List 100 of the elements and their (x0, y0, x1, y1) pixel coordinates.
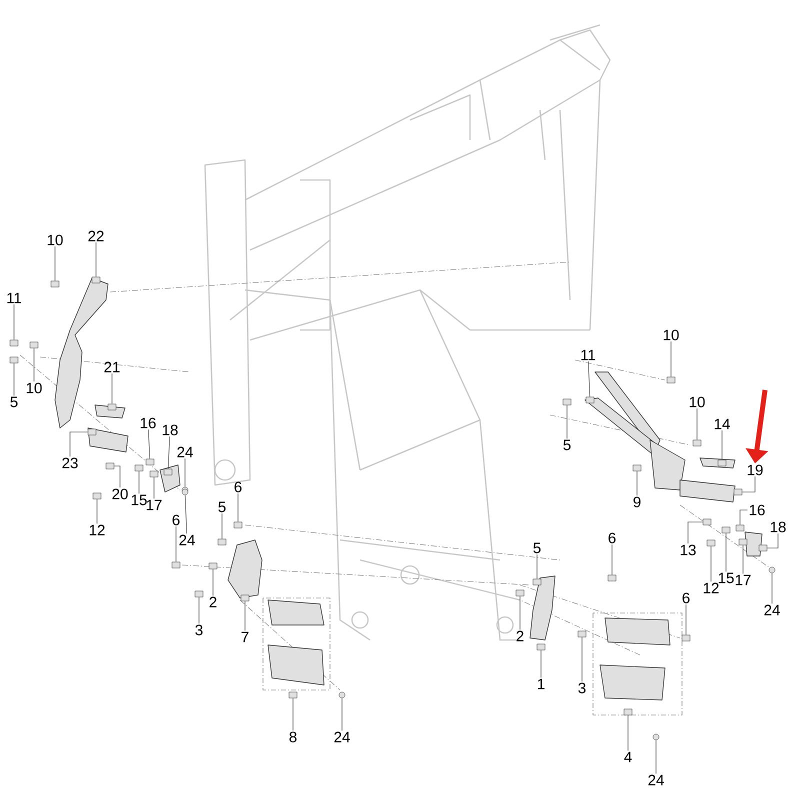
callout-number: 3 (195, 624, 203, 636)
part (758, 544, 768, 552)
leader-line (184, 458, 186, 488)
callout-number: 15 (132, 494, 147, 506)
leader-line (566, 404, 568, 439)
callout-number: 15 (718, 572, 734, 584)
part (208, 562, 218, 570)
callout-number: 16 (750, 504, 765, 516)
part (632, 464, 642, 472)
callout-number: 24 (177, 446, 193, 458)
part (194, 590, 204, 598)
part (562, 398, 572, 406)
part (718, 460, 726, 466)
callout-number: 7 (242, 632, 248, 642)
part (682, 634, 690, 642)
part (240, 594, 250, 602)
leader-line (742, 544, 744, 574)
part (736, 524, 744, 532)
part (692, 440, 702, 446)
callout-number: 4 (624, 752, 632, 762)
leader-line (198, 596, 200, 624)
part (218, 538, 226, 546)
callout-number: 6 (682, 592, 690, 604)
leader-line (292, 698, 294, 731)
part (734, 488, 742, 496)
leader-line (696, 408, 698, 440)
callout-number: 10 (48, 234, 63, 246)
part (92, 492, 102, 500)
callout-number: 9 (634, 496, 640, 508)
callout-number: 5 (10, 396, 18, 408)
leader-line (168, 436, 170, 470)
callout-number: 8 (290, 732, 297, 742)
leader-line (636, 470, 638, 496)
part (578, 630, 586, 638)
callout-number: 1 (538, 678, 544, 690)
part (164, 468, 172, 476)
washer-part (652, 734, 660, 740)
callout-number: 10 (690, 396, 705, 408)
part (608, 574, 616, 582)
callout-number: 18 (162, 424, 178, 436)
leader-line (536, 554, 538, 580)
callout-number: 5 (563, 440, 571, 450)
callout-number: 24 (179, 534, 195, 546)
callout-number: 12 (704, 582, 719, 594)
part (134, 464, 144, 472)
part (702, 518, 712, 526)
part (10, 340, 18, 346)
callout-number: 13 (680, 544, 696, 556)
callout-number: 3 (578, 682, 586, 694)
leader-line (138, 470, 140, 494)
callout-number: 10 (26, 382, 42, 394)
part (532, 578, 542, 586)
leader-line (688, 522, 704, 544)
washer-part (768, 566, 776, 574)
callout-number: 2 (210, 596, 216, 608)
callout-number: 6 (608, 532, 616, 544)
callout-number: 18 (770, 522, 786, 532)
callout-number: 23 (62, 458, 78, 468)
part (10, 356, 18, 364)
part (706, 540, 716, 546)
callout-number: 11 (7, 292, 22, 304)
callout-number: 22 (88, 230, 104, 242)
callout-number: 2 (516, 630, 524, 642)
leader-line (184, 494, 188, 534)
part (88, 428, 96, 436)
callout-number: 6 (172, 514, 180, 526)
callout-number: 5 (533, 542, 541, 554)
part (738, 538, 748, 546)
part (108, 404, 116, 410)
leader-line (740, 510, 748, 526)
leader-line (212, 568, 214, 596)
part (92, 276, 100, 284)
washer-part (338, 692, 346, 698)
callout-number: 16 (140, 418, 156, 428)
leader-line (540, 650, 542, 678)
washer-part (182, 488, 188, 496)
callout-number: 17 (736, 574, 751, 586)
part (536, 644, 546, 650)
callout-number: 19 (748, 464, 763, 476)
leader-line (766, 533, 778, 548)
leader-line (710, 546, 712, 582)
leader-line (244, 600, 246, 631)
callout-number: 5 (218, 502, 226, 512)
part (666, 376, 676, 384)
part (516, 590, 524, 596)
callout-number: 24 (648, 774, 664, 786)
leader-line (670, 341, 672, 378)
leader-line (114, 466, 120, 488)
part (50, 280, 60, 288)
leader-line (588, 361, 590, 398)
callout-number: 14 (714, 418, 730, 430)
callout-number: 11 (581, 350, 596, 360)
part (586, 396, 594, 404)
callout-number: 17 (146, 500, 162, 510)
part (150, 470, 158, 478)
part (234, 522, 242, 528)
callout-number: 24 (334, 732, 350, 742)
part (624, 708, 632, 716)
callout-number: 24 (764, 604, 780, 616)
part (172, 562, 180, 568)
